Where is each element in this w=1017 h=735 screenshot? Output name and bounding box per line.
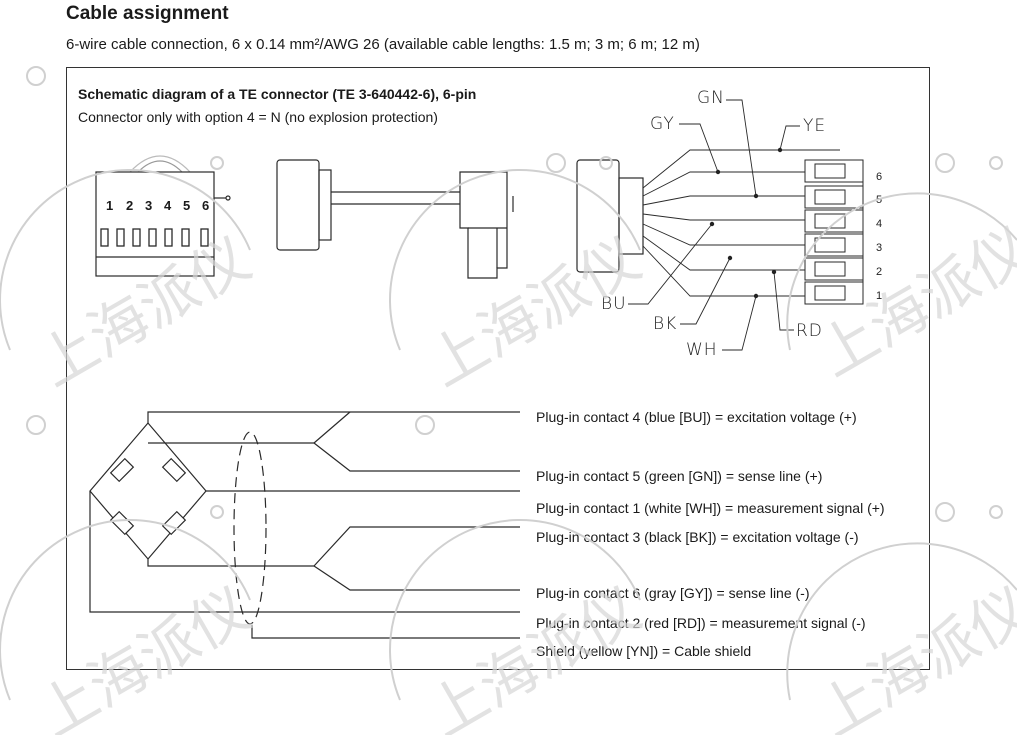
- bridge-circuit: [89, 411, 520, 639]
- contact-label: Plug-in contact 1 (white [WH]) = measure…: [536, 500, 885, 516]
- connector-front-view: [95, 155, 231, 277]
- contact-label: Plug-in contact 5 (green [GN]) = sense l…: [536, 468, 823, 484]
- contact-label: Plug-in contact 3 (black [BK]) = excitat…: [536, 529, 859, 545]
- contact-label: Plug-in contact 2 (red [RD]) = measureme…: [536, 615, 866, 631]
- wire-code-gn: GN: [697, 88, 725, 108]
- wire-code-wh: WH: [686, 340, 718, 360]
- wire-code-bu: BU: [601, 294, 627, 314]
- wire-code-ye: YE: [803, 116, 827, 136]
- slot-number: 6: [876, 171, 883, 183]
- slot-number: 3: [876, 242, 883, 254]
- contact-label: Plug-in contact 4 (blue [BU]) = excitati…: [536, 409, 857, 425]
- wire-code-rd: RD: [796, 321, 823, 341]
- connector-note: Connector only with option 4 = N (no exp…: [78, 109, 438, 125]
- slot-number: 4: [876, 218, 883, 230]
- slot-number: 1: [876, 290, 883, 302]
- slot-number: 5: [876, 194, 883, 206]
- slot-number: 2: [876, 266, 883, 278]
- contact-label: Plug-in contact 6 (gray [GY]) = sense li…: [536, 585, 810, 601]
- page-heading: Cable assignment: [66, 3, 229, 24]
- schematic-title: Schematic diagram of a TE connector (TE …: [78, 86, 477, 102]
- connector-side-view: [276, 159, 514, 279]
- wire-code-gy: GY: [650, 114, 675, 134]
- cable-spec-text: 6-wire cable connection, 6 x 0.14 mm²/AW…: [66, 36, 700, 53]
- contact-label: Shield (yellow [YN]) = Cable shield: [536, 643, 752, 659]
- wire-code-bk: BK: [653, 314, 678, 334]
